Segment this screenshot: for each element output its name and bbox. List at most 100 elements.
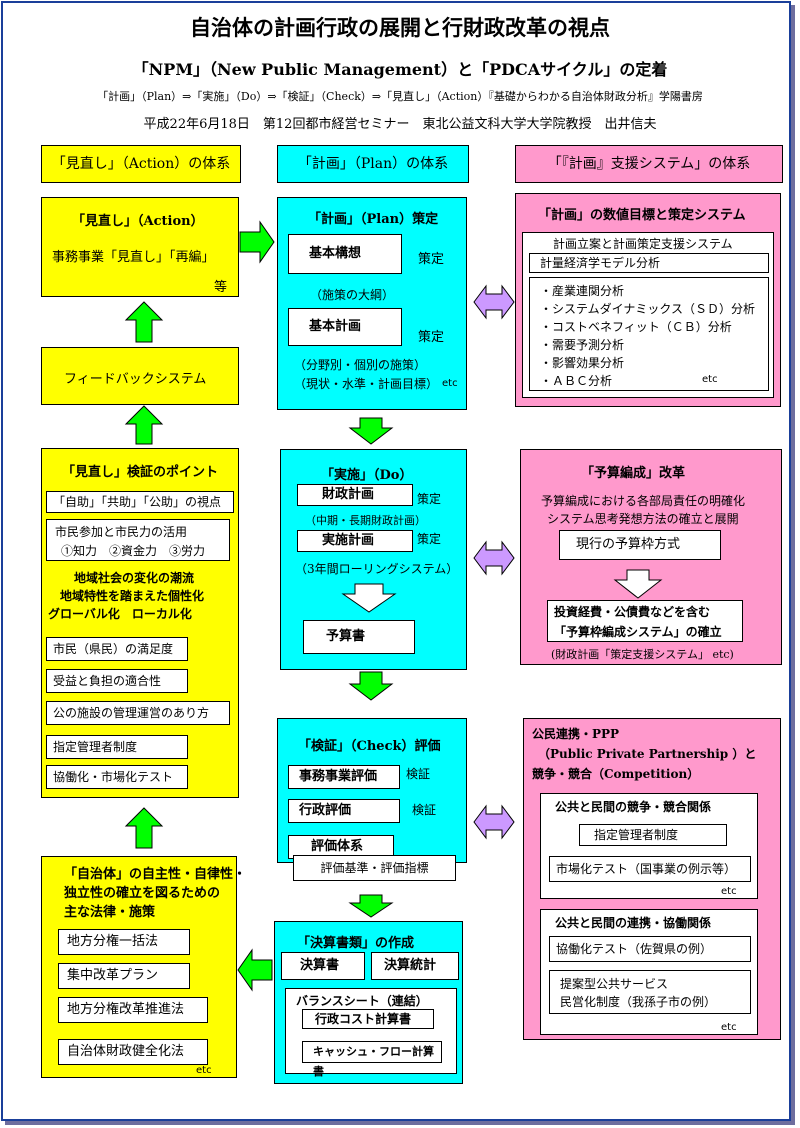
column-header-plan: 「計画」（Plan）の体系 bbox=[277, 145, 469, 183]
autonomy-title1: 「自治体」の自主性・自律性・ bbox=[64, 867, 247, 882]
arrow-right-icon bbox=[239, 220, 275, 264]
arrow-up-icon bbox=[124, 807, 164, 849]
autonomy-box: 「自治体」の自主性・自律性・ 独立性の確立を図るための 主な法律・施策 地方分権… bbox=[41, 856, 246, 1078]
ppp-title2: （Public Private Partnership ）と bbox=[538, 747, 757, 761]
competition-etc: etc bbox=[721, 886, 737, 897]
new-budget-system: 投資経費・公債費などを含む 「予算枠編成システム」の確立 bbox=[547, 600, 743, 642]
plan-box-title: 「計画」（Plan）策定 bbox=[308, 212, 439, 227]
cooperation-title: 公共と民間の連携・協働関係 bbox=[555, 916, 712, 930]
administrative-evaluation: 行政評価 bbox=[288, 799, 400, 823]
law-fiscal-health: 自治体財政健全化法 bbox=[58, 1039, 208, 1065]
action-box-etc: 等 bbox=[214, 280, 228, 295]
fiscal-plan-sub: （中期・長期財政計画） bbox=[305, 514, 426, 527]
arrow-down-icon bbox=[348, 894, 394, 918]
arrow-down-icon bbox=[348, 671, 394, 701]
cooperation-etc: etc bbox=[721, 1022, 737, 1033]
proposal-line1: 提案型公共サービス bbox=[560, 977, 669, 991]
check-item-facilities: 公の施設の管理運営のあり方 bbox=[46, 701, 230, 725]
competition-box: 公共と民間の競争・競合関係 指定管理者制度 市場化テスト（国事業の例示等） et… bbox=[540, 793, 758, 899]
basic-plan: 基本計画 bbox=[288, 308, 402, 346]
analysis-item: ・コストベネフィット（ＣＢ）分析 bbox=[540, 320, 732, 334]
budget-reform-note: (財政計画「策定支援システム」 etc) bbox=[551, 648, 734, 661]
do-box-title: 「実施」（Do） bbox=[321, 468, 413, 483]
proposal-line2: 民営化制度（我孫子市の例） bbox=[560, 995, 717, 1009]
basic-concept-sub: （施策の大綱） bbox=[310, 288, 395, 302]
budget-reform-box: 「予算編成」改革 予算編成における各部局責任の明確化 システム思考発想方法の確立… bbox=[520, 449, 782, 665]
double-arrow-icon bbox=[473, 804, 515, 840]
column-header-action: 「見直し」（Action）の体系 bbox=[41, 145, 241, 183]
autonomy-etc: etc bbox=[196, 1065, 212, 1076]
action-box-line: 事務事業「見直し」「再編」 bbox=[52, 250, 215, 265]
action-box: 「見直し」（Action） 事務事業「見直し」「再編」 等 bbox=[41, 197, 239, 297]
arrow-up-icon bbox=[124, 301, 164, 343]
feedback-label: フィードバックシステム bbox=[64, 372, 207, 387]
check-item-burden: 受益と負担の適合性 bbox=[46, 669, 188, 693]
trend-line1: 地域社会の変化の潮流 bbox=[74, 571, 195, 585]
competition-item-designated-manager: 指定管理者制度 bbox=[579, 824, 727, 846]
basic-plan-sub1: （分野別・個別の施策） bbox=[294, 358, 427, 372]
check-box-title: 「検証」（Check）評価 bbox=[298, 739, 441, 754]
do-box: 「実施」（Do） 財政計画 策定 （中期・長期財政計画） 実施計画 策定 （3年… bbox=[280, 449, 467, 670]
plan-box: 「計画」（Plan）策定 基本構想 策定 （施策の大綱） 基本計画 策定 （分野… bbox=[277, 197, 467, 410]
page-title: 自治体の計画行政の展開と行財政改革の視点 bbox=[190, 15, 610, 40]
numeric-target-title: 「計画」の数値目標と策定システム bbox=[538, 208, 746, 223]
budget-reform-line1: 予算編成における各部局責任の明確化 bbox=[541, 494, 746, 508]
participation-line2: ①知力 ②資金力 ③労力 bbox=[61, 544, 206, 558]
budget-reform-line2: システム思考発想方法の確立と展開 bbox=[547, 512, 739, 526]
check-points-title: 「見直し」検証のポイント bbox=[62, 465, 219, 480]
double-arrow-icon bbox=[473, 540, 515, 576]
administrative-cost-statement: 行政コスト計算書 bbox=[302, 1009, 434, 1029]
numeric-target-inner: 計画立案と計画策定支援システム 計量経済学モデル分析 ・産業連関分析 ・システム… bbox=[522, 232, 774, 398]
basic-plan-sub2: （現状・水準・計画目標） bbox=[294, 377, 439, 391]
participation-box: 市民参加と市民力の活用 ①知力 ②資金力 ③労力 bbox=[46, 519, 230, 561]
project-evaluation-note: 検証 bbox=[406, 767, 431, 781]
new-budget-line1: 投資経費・公債費などを含む bbox=[554, 605, 711, 619]
new-budget-line2: 「予算枠編成システム」の確立 bbox=[554, 625, 722, 639]
law-reform-plan: 集中改革プラン bbox=[58, 963, 190, 989]
fiscal-plan-note: 策定 bbox=[417, 492, 442, 506]
fiscal-plan: 財政計画 bbox=[297, 484, 413, 506]
current-budget-method: 現行の予算枠方式 bbox=[559, 530, 721, 560]
analysis-etc: etc bbox=[702, 374, 718, 385]
down-outline-arrow bbox=[613, 569, 663, 599]
evaluation-criteria: 評価基準・評価指標 bbox=[293, 855, 456, 881]
cooperation-item-proposal: 提案型公共サービス 民営化制度（我孫子市の例） bbox=[549, 970, 751, 1014]
competition-title: 公共と民間の競争・競合関係 bbox=[555, 800, 712, 814]
flow-line: 「計画」（Plan）⇒「実施」（Do）⇒「検証」（Check）⇒「見直し」（Ac… bbox=[97, 90, 703, 103]
trend-line3: グローバル化 ローカル化 bbox=[48, 607, 192, 621]
page-subtitle: 「NPM」（New Public Management）と「PDCAサイクル」の… bbox=[132, 60, 668, 79]
analysis-item: ・需要予測分析 bbox=[540, 338, 625, 352]
settlement-statistics: 決算統計 bbox=[371, 952, 459, 980]
competition-item-market-test: 市場化テスト（国事業の例示等） bbox=[549, 856, 751, 882]
check-item-market-test: 協働化・市場化テスト bbox=[46, 765, 188, 789]
cooperation-item-collab-test: 協働化テスト（佐賀県の例） bbox=[549, 936, 751, 962]
arrow-up-icon bbox=[124, 405, 164, 445]
balance-sheet-box: バランスシート（連結） 行政コスト計算書 キャッシュ・フロー計算書 bbox=[285, 988, 457, 1078]
trend-line2: 地域特性を踏まえた個性化 bbox=[60, 589, 205, 603]
check-points-box: 「見直し」検証のポイント 「自助」「共助」「公助」の視点 市民参加と市民力の活用… bbox=[41, 448, 239, 798]
numeric-target-box: 「計画」の数値目標と策定システム 計画立案と計画策定支援システム 計量経済学モデ… bbox=[515, 193, 781, 407]
cash-flow-statement: キャッシュ・フロー計算書 bbox=[302, 1041, 442, 1078]
check-item-designated-manager: 指定管理者制度 bbox=[46, 735, 188, 759]
settlement-title: 「決算書類」の作成 bbox=[297, 936, 415, 951]
law-decentralization: 地方分権一括法 bbox=[58, 929, 190, 955]
check-box: 「検証」（Check）評価 事務事業評価 検証 行政評価 検証 評価体系 bbox=[277, 718, 467, 863]
viewpoint-box: 「自助」「共助」「公助」の視点 bbox=[46, 491, 234, 513]
seminar-line: 平成22年6月18日 第12回都市経営セミナー 東北公益文科大学大学院教授 出井… bbox=[143, 117, 657, 132]
check-item-satisfaction: 市民（県民）の満足度 bbox=[46, 637, 188, 661]
settlement-report: 決算書 bbox=[281, 952, 365, 980]
ppp-title3: 競争・競合（Competition） bbox=[532, 767, 700, 781]
cooperation-box: 公共と民間の連携・協働関係 協働化テスト（佐賀県の例） 提案型公共サービス 民営… bbox=[540, 909, 758, 1035]
implementation-plan-note: 策定 bbox=[417, 532, 442, 546]
analysis-list: ・産業連関分析 ・システムダイナミックス（ＳＤ）分析 ・コストベネフィット（ＣＢ… bbox=[529, 277, 769, 391]
administrative-evaluation-note: 検証 bbox=[412, 803, 437, 817]
analysis-item: ・ＡＢＣ分析 bbox=[540, 374, 613, 388]
basic-plan-note: 策定 bbox=[418, 330, 445, 345]
balance-sheet-label: バランスシート（連結） bbox=[296, 994, 428, 1008]
autonomy-title3: 主な法律・施策 bbox=[64, 905, 156, 920]
budget-reform-title: 「予算編成」改革 bbox=[581, 466, 686, 481]
planning-support-label: 計画立案と計画策定支援システム bbox=[553, 237, 733, 251]
analysis-item: ・産業連関分析 bbox=[540, 284, 625, 298]
column-header-support: 「『計画』支援システム」の体系 bbox=[515, 145, 783, 183]
